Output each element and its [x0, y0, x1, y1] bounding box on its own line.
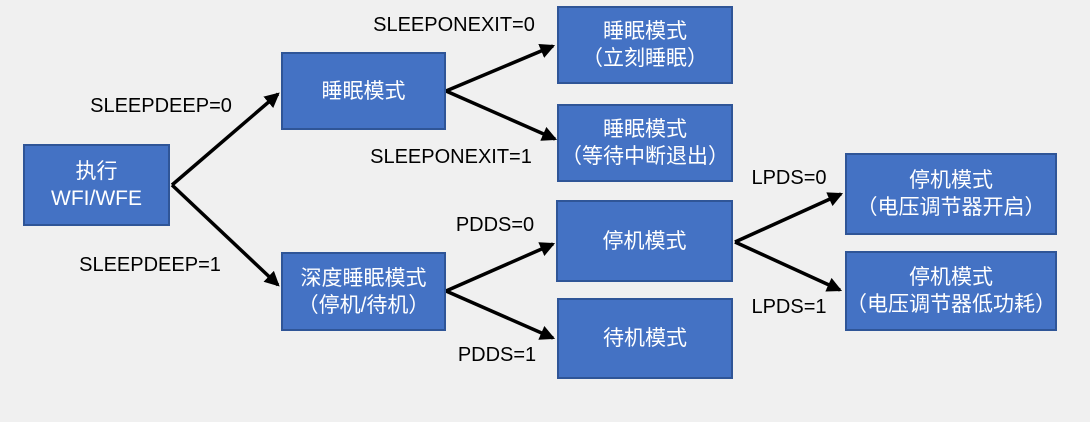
node-deep-sleep-mode-text-line: （停机/待机）: [297, 293, 430, 317]
edge-label-pdds-1: PDDS=1: [457, 344, 537, 366]
node-sleep-mode: 睡眠模式: [281, 52, 446, 130]
node-stop-mode-text-line: 停机模式: [602, 229, 687, 253]
node-sleep-immediate-text-line: 睡眠模式: [603, 20, 687, 43]
edge-label-lpds-0: LPDS=0: [751, 167, 827, 189]
node-sleep-immediate: 睡眠模式 （立刻睡眠）: [557, 6, 733, 84]
flow-arrow-6: [734, 192, 844, 244]
node-exec-wfi-wfe: 执行 WFI/WFE: [23, 144, 170, 226]
node-sleep-immediate-text-line: （立刻睡眠）: [582, 47, 708, 70]
flow-arrow-3: [445, 89, 558, 141]
flow-arrow-2: [445, 44, 556, 93]
flow-arrow-5: [445, 289, 556, 340]
node-stop-mode: 停机模式: [556, 200, 733, 282]
node-stop-regulator-on: 停机模式 （电压调节器开启）: [845, 153, 1057, 235]
node-standby-mode: 待机模式: [557, 298, 733, 379]
node-sleep-wait-exit-text-line: 睡眠模式: [603, 118, 687, 141]
edge-label-sleeponexit-0: SLEEPONEXIT=0: [373, 14, 535, 36]
node-sleep-mode-text-line: 睡眠模式: [321, 79, 406, 103]
flow-arrows: [170, 44, 844, 340]
node-deep-sleep-mode-text-line: 深度睡眠模式: [300, 266, 427, 290]
node-stop-regulator-on-text-line: （电压调节器开启）: [856, 196, 1046, 219]
node-stop-regulator-lp: 停机模式 （电压调节器低功耗）: [845, 251, 1057, 331]
node-sleep-wait-exit: 睡眠模式 （等待中断退出）: [557, 104, 733, 182]
edge-label-pdds-0: PDDS=0: [455, 214, 535, 236]
flow-arrow-7: [734, 240, 843, 292]
edge-label-lpds-1: LPDS=1: [751, 296, 827, 318]
edge-label-sleepdeep-0: SLEEPDEEP=0: [90, 95, 232, 117]
node-stop-regulator-lp-text-line: （电压调节器低功耗）: [846, 293, 1056, 316]
edge-label-sleepdeep-1: SLEEPDEEP=1: [79, 254, 221, 276]
flow-arrow-4: [445, 242, 556, 293]
node-exec-wfi-wfe-text-line: WFI/WFE: [51, 187, 142, 210]
node-deep-sleep-mode: 深度睡眠模式 （停机/待机）: [281, 252, 446, 331]
edge-label-sleeponexit-1: SLEEPONEXIT=1: [370, 146, 532, 168]
node-sleep-wait-exit-text-line: （等待中断退出）: [561, 145, 729, 168]
node-stop-regulator-lp-text-line: 停机模式: [909, 266, 993, 289]
node-stop-regulator-on-text-line: 停机模式: [909, 169, 993, 192]
node-standby-mode-text-line: 待机模式: [603, 327, 687, 350]
node-exec-wfi-wfe-text-line: 执行: [75, 160, 118, 183]
